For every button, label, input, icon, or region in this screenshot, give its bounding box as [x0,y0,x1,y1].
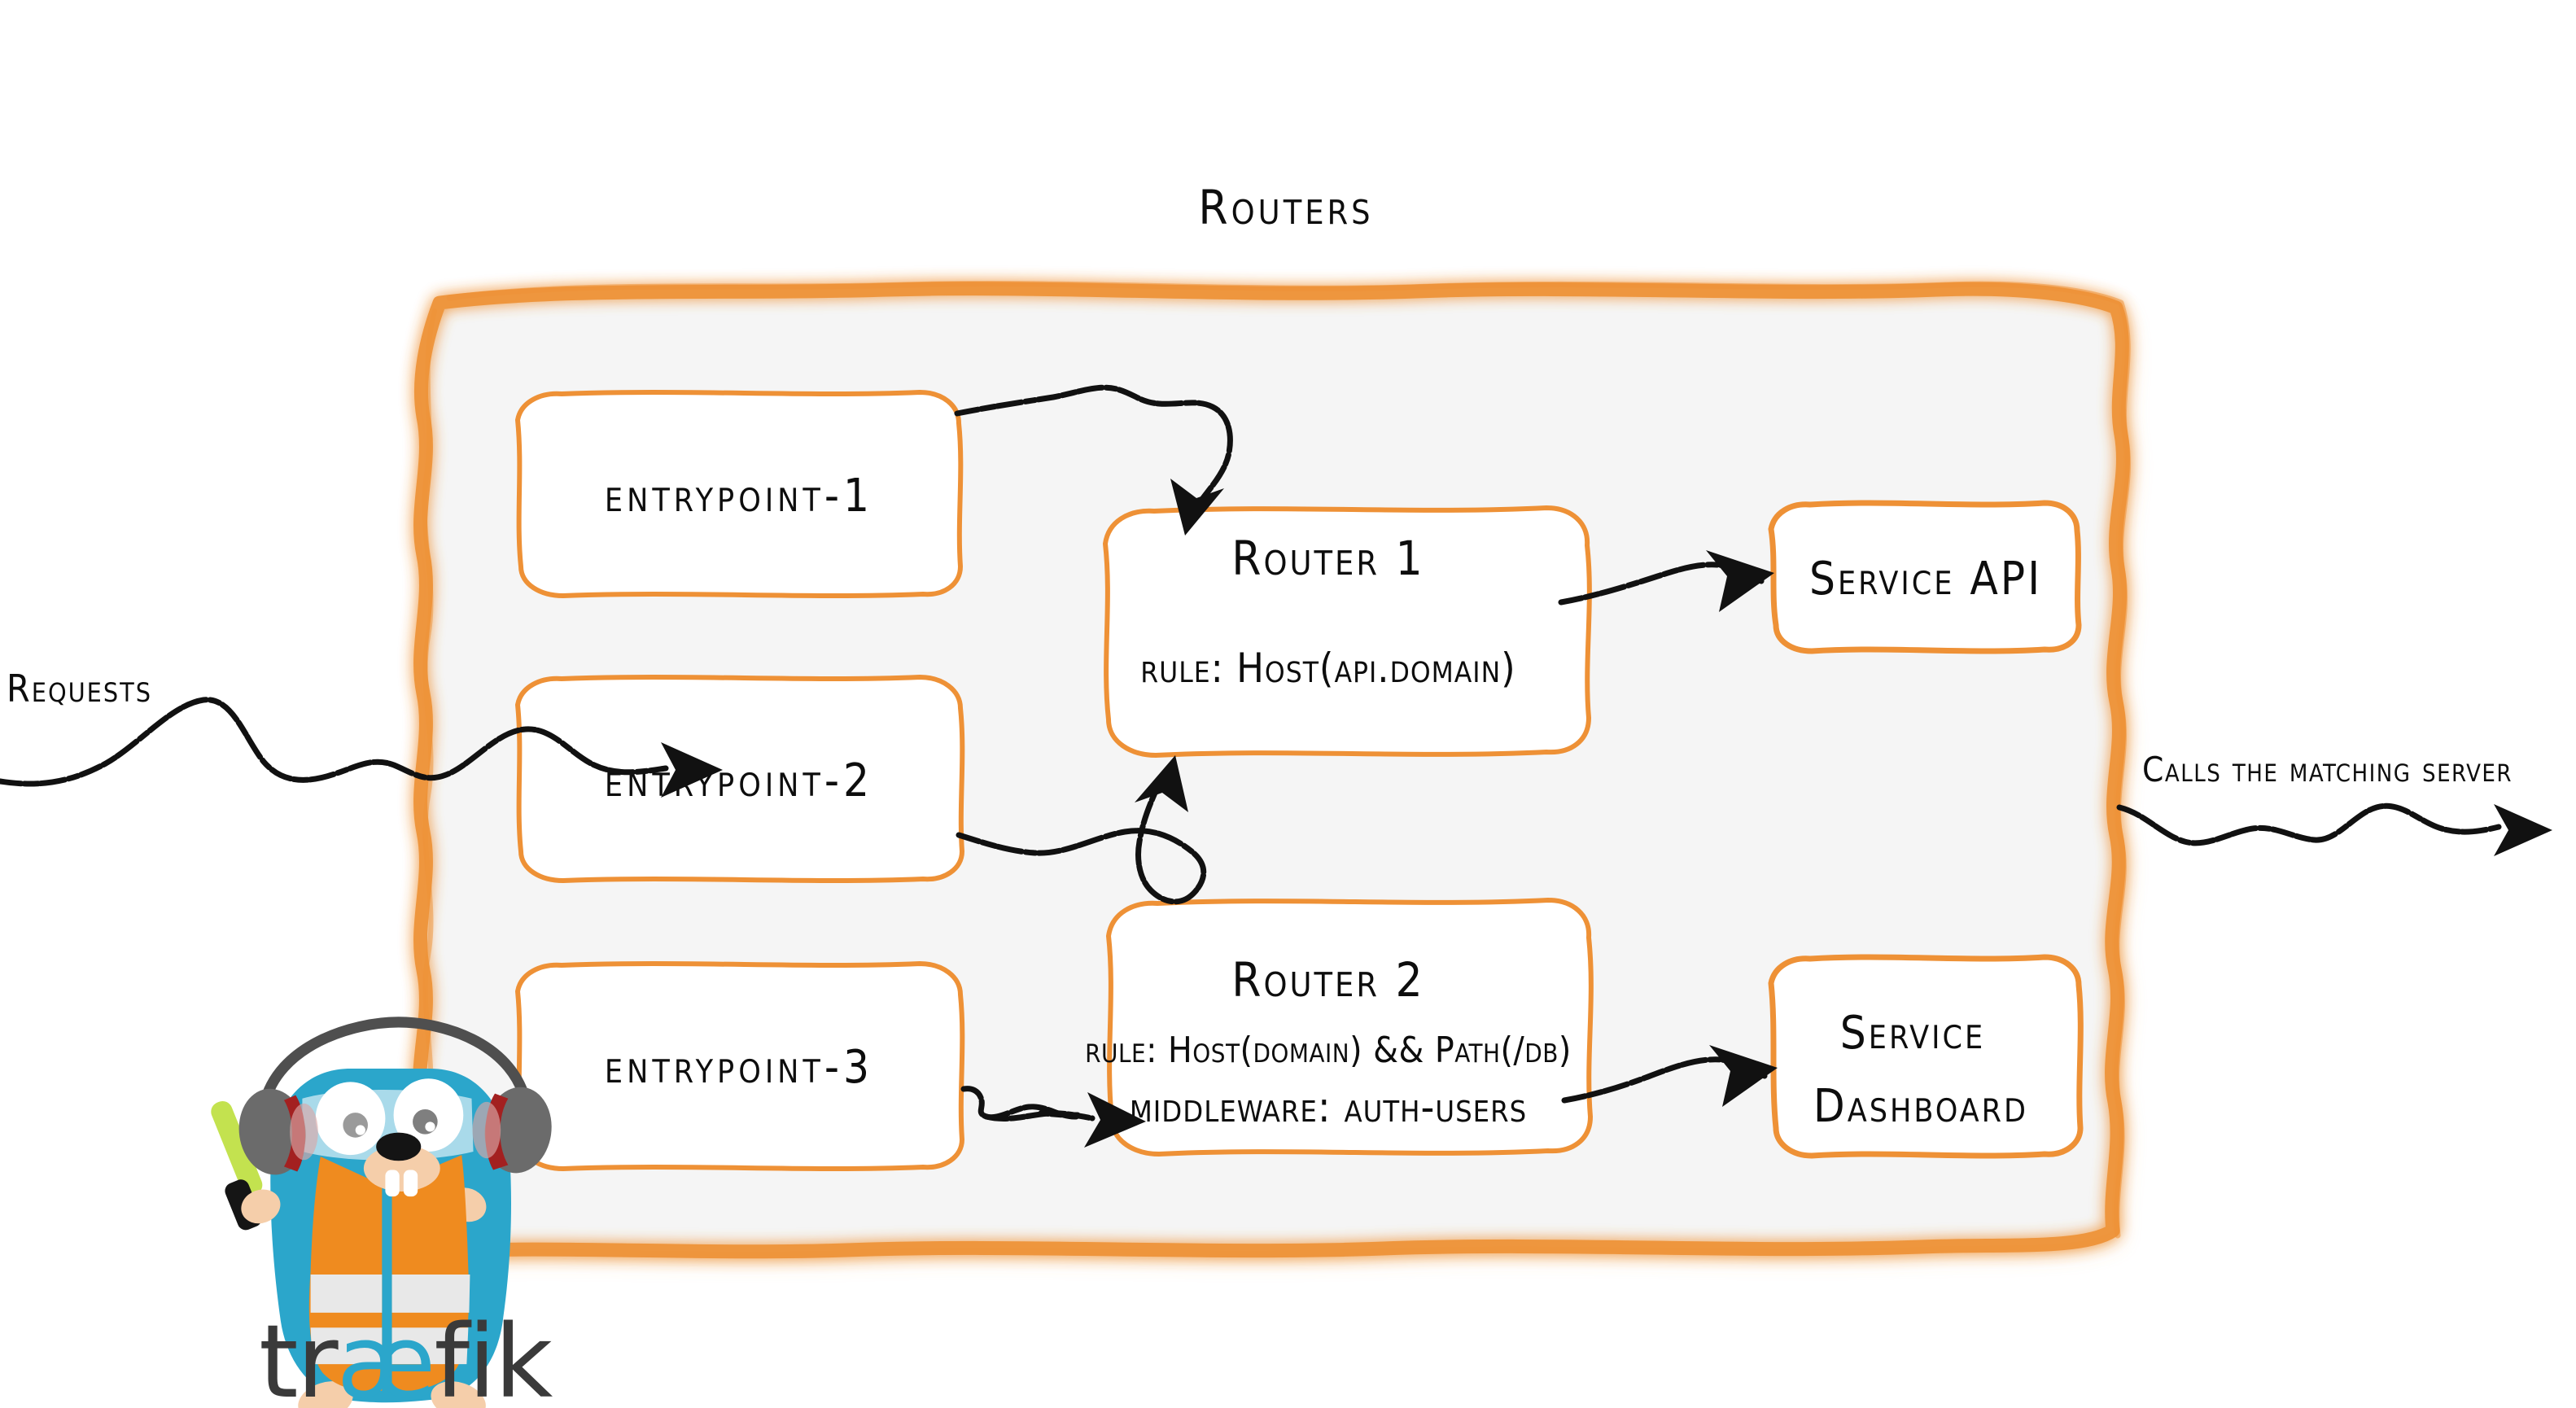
gopher-eye-right [393,1078,464,1152]
router-2-middleware: middleware: auth-users [1130,1083,1527,1132]
gopher-tooth-left [385,1170,400,1197]
calls-label: Calls the matching server [2142,750,2513,789]
entrypoint-box-2[interactable]: entrypoint-2 [515,675,965,883]
arrow-entrypoint2-router1 [956,755,1207,905]
panel-title: Routers [1198,180,1373,235]
traefik-logo: træfik [259,1312,553,1408]
router-box-2[interactable]: Router 2 rule: Host(domain) && Path(/db)… [1085,898,1594,1157]
router-1-name: Router 1 [1231,531,1425,586]
logo-ligature: æ [336,1304,436,1408]
gopher-foot-left [298,1381,353,1408]
arrow-router1-serviceapi [1558,550,1774,612]
service-box-dashboard[interactable]: Service Dashboard [1768,954,2084,1159]
entrypoint-box-1[interactable]: entrypoint-1 [515,390,964,598]
service-dashboard-label-1: Service [1840,1007,1985,1060]
entrypoint-3-label: entrypoint-3 [605,1041,873,1094]
gopher-headphones [238,1017,552,1175]
entrypoint-2-label: entrypoint-2 [605,754,873,807]
arrow-entrypoint1-router1 [954,384,1233,536]
gopher-eye-left [315,1082,386,1156]
entrypoint-1-label: entrypoint-1 [605,470,873,523]
requests-label: Requests [7,667,152,711]
router-2-rule: rule: Host(domain) && Path(/db) [1085,1030,1572,1071]
calls-arrow [2116,802,2552,856]
gopher-hand-left [241,1189,281,1224]
router-1-rule: rule: Host(api.domain) [1140,645,1515,692]
arrow-router2-servicedashboard [1561,1045,1778,1107]
logo-suffix: fik [434,1304,553,1408]
service-api-label: Service API [1809,553,2042,606]
requests-arrow [0,697,723,798]
gopher-tooth-right [403,1170,418,1197]
service-dashboard-label-2: Dashboard [1813,1080,2028,1133]
entrypoint-box-3[interactable]: entrypoint-3 [515,961,965,1171]
logo-prefix: tr [259,1304,339,1408]
router-2-name: Router 2 [1231,952,1425,1008]
router-box-1[interactable]: Router 1 rule: Host(api.domain) [1103,505,1592,758]
gopher-nose [376,1132,422,1161]
traefik-gopher-mascot [211,1017,552,1408]
gopher-foot-right [431,1381,486,1408]
arrow-entrypoint3-router2 [960,1086,1146,1148]
gopher-safety-vest [308,1155,470,1392]
service-box-api[interactable]: Service API [1768,500,2082,654]
